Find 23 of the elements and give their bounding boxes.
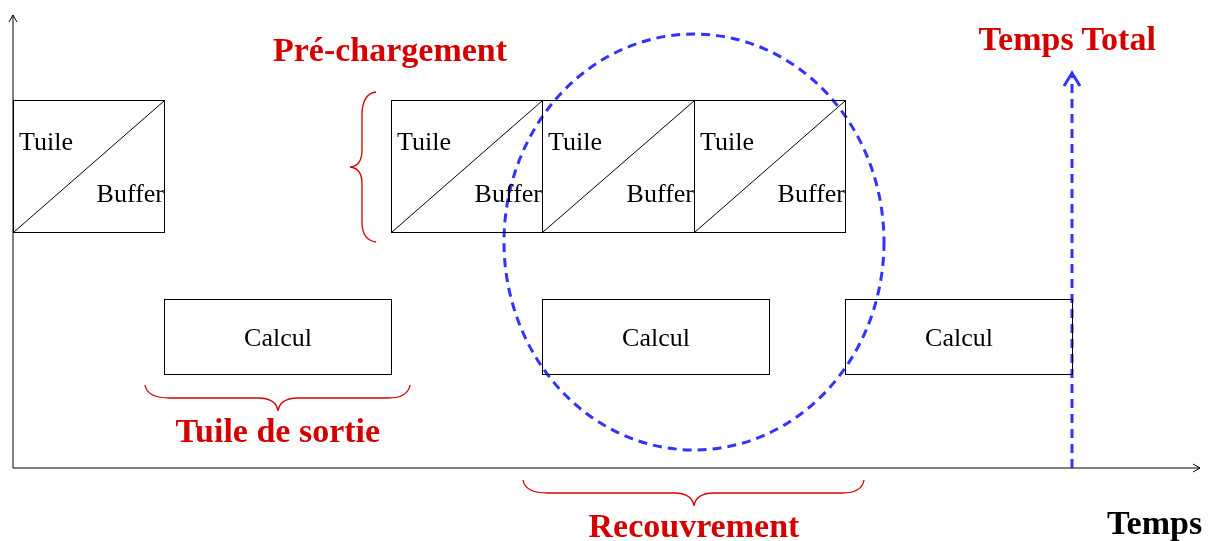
process-box (542, 299, 770, 375)
box-label: Tuile (548, 129, 602, 155)
box-label: Tuile (397, 129, 451, 155)
box-label: Tuile (19, 129, 73, 155)
annotation-label: Pré-chargement (273, 33, 508, 67)
box-label: Tuile (700, 129, 754, 155)
process-box (845, 299, 1073, 375)
box-label: Buffer (96, 181, 164, 207)
process-box (164, 299, 392, 375)
annotation-label: Tuile de sortie (175, 414, 381, 448)
tile-buffer-box (694, 100, 846, 233)
tile-buffer-box (542, 100, 695, 233)
box-label: Buffer (474, 181, 542, 207)
box-label: Calcul (243, 325, 313, 351)
tile-buffer-box (13, 100, 165, 233)
box-label: Calcul (621, 325, 691, 351)
axis-label: Temps (1107, 506, 1203, 540)
box-label: Buffer (626, 181, 694, 207)
annotation-label: Recouvrement (588, 509, 800, 541)
box-label: Buffer (777, 181, 845, 207)
tile-buffer-box (391, 100, 543, 233)
box-label: Calcul (924, 325, 994, 351)
annotation-label: Temps Total (978, 22, 1156, 56)
